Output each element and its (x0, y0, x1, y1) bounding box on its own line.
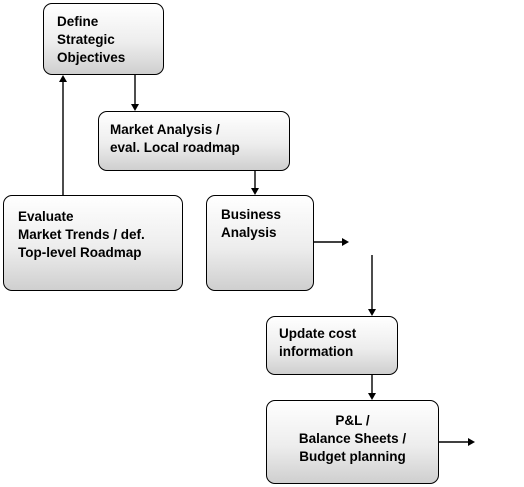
node-label-line: Objectives (57, 50, 126, 65)
edge-incoming-to-update (368, 255, 376, 316)
node-define-strategic-objectives: Define Strategic Objectives (43, 3, 164, 75)
edge-update-to-pnl (368, 375, 376, 400)
node-label-line: Business (221, 207, 282, 222)
node-label-line: Strategic (57, 32, 115, 47)
node-business-analysis: Business Analysis (206, 195, 314, 291)
node-label-line: Market Analysis / (110, 122, 220, 137)
edge-define-to-market (131, 75, 139, 111)
node-label-line: information (279, 344, 354, 359)
node-label-line: Update cost (279, 326, 357, 341)
node-label-line: eval. Local roadmap (110, 140, 240, 155)
node-label-line: Market Trends / def. (18, 227, 145, 242)
node-evaluate-market-trends: Evaluate Market Trends / def. Top-level … (3, 195, 183, 291)
node-label-line: Analysis (221, 225, 277, 240)
node-market-analysis: Market Analysis / eval. Local roadmap (98, 111, 290, 171)
edge-evaluate-to-define (59, 75, 67, 195)
node-pnl-balance-sheets: P&L / Balance Sheets / Budget planning (266, 400, 439, 484)
node-update-cost-information: Update cost information (266, 316, 398, 375)
node-label-line: P&L / (335, 413, 370, 428)
node-label-line: Define (57, 14, 99, 29)
node-label-line: Balance Sheets / (298, 431, 407, 446)
edge-market-to-business (251, 171, 259, 195)
node-label-line: Budget planning (299, 449, 406, 464)
node-label-line: Evaluate (18, 209, 74, 224)
edge-business-outgoing (314, 238, 349, 246)
edge-pnl-outgoing (439, 438, 475, 446)
node-label-line: Top-level Roadmap (18, 245, 142, 260)
